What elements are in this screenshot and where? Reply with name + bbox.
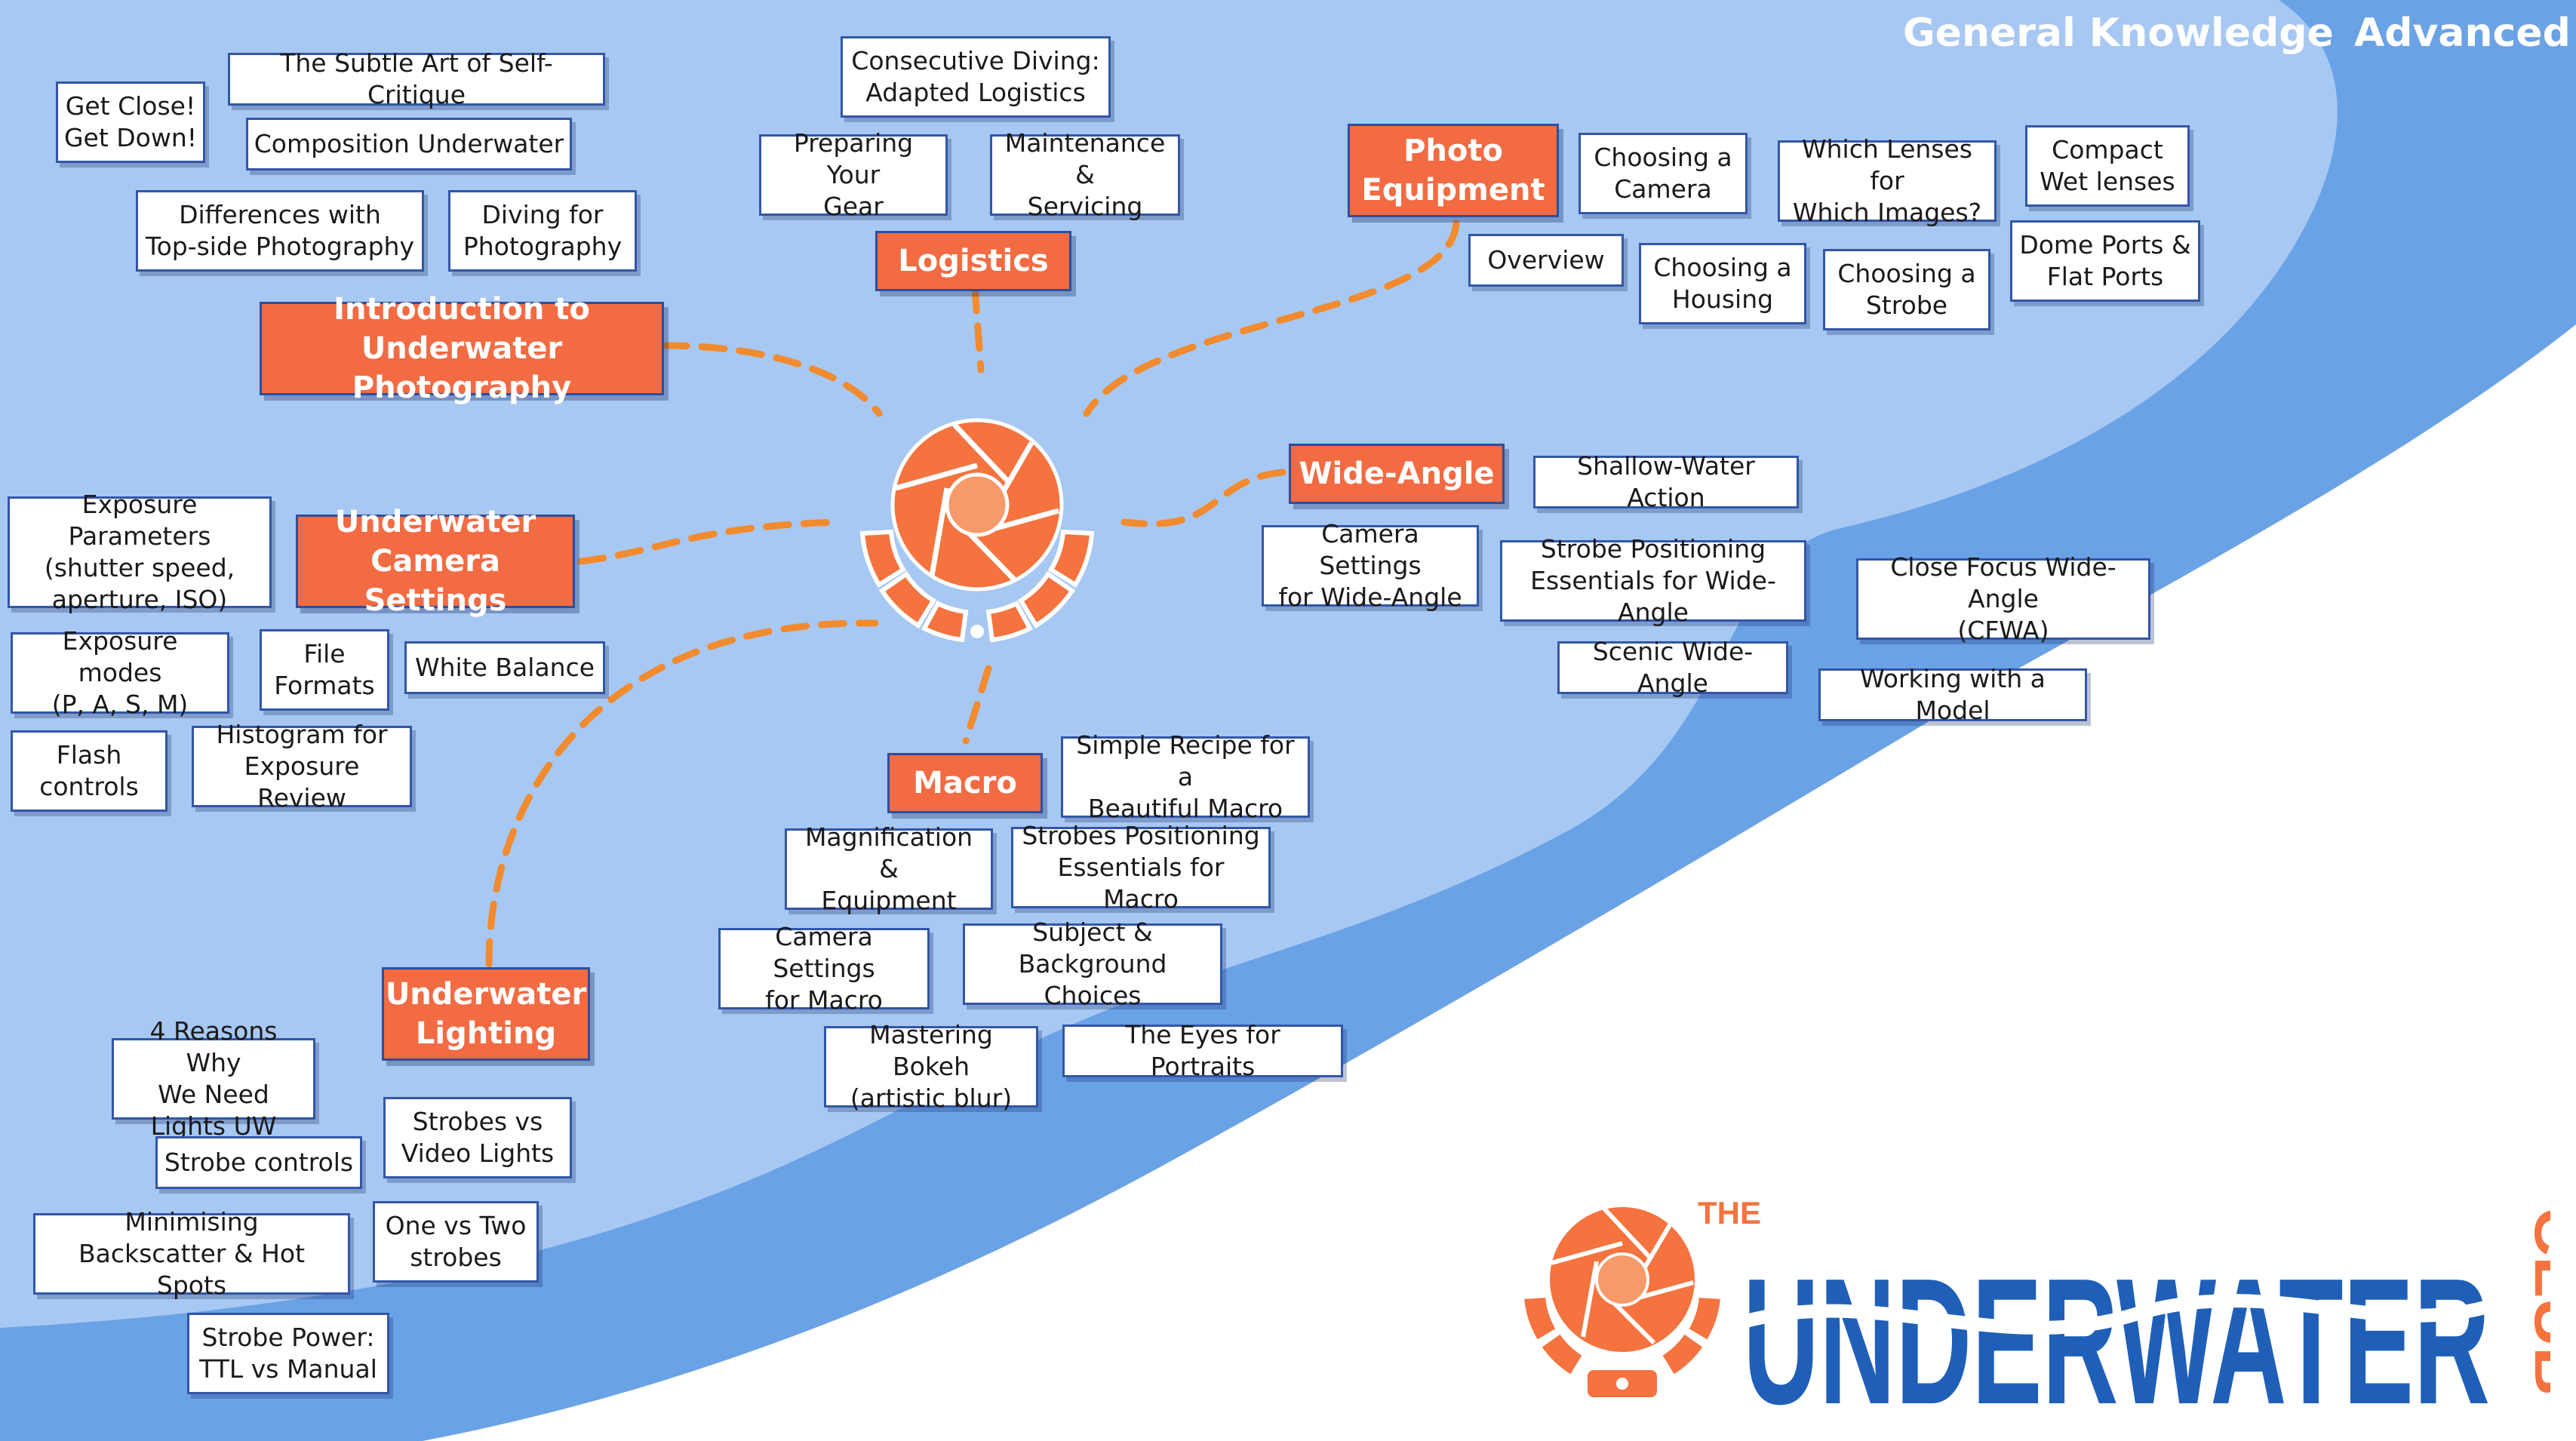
header-general-knowledge: General Knowledge (1903, 11, 2334, 56)
branch-photo-equipment[interactable]: Photo Equipment (1348, 124, 1559, 217)
topic-working-with-model[interactable]: Working with a Model (1818, 664, 2087, 725)
topic-lenses[interactable]: Which Lenses for Which Images? (1778, 134, 1997, 227)
camera-aperture-icon (859, 418, 1095, 643)
topic-histogram[interactable]: Histogram for Exposure Review (192, 720, 412, 813)
topic-wide-angle-strobe-positioning[interactable]: Strobe Positioning Essentials for Wide-A… (1500, 534, 1806, 627)
topic-preparing-gear[interactable]: Preparing Your Gear (759, 128, 948, 221)
topic-strobe-power[interactable]: Strobe Power: TTL vs Manual (187, 1313, 389, 1394)
topic-exposure-modes[interactable]: Exposure modes (P, A, S, M) (11, 626, 229, 719)
topic-shallow-water-action[interactable]: Shallow-Water Action (1533, 451, 1799, 512)
topic-choosing-housing[interactable]: Choosing a Housing (1639, 243, 1806, 324)
topic-wide-angle-camera-settings[interactable]: Camera Settings for Wide-Angle (1262, 519, 1479, 612)
branch-logistics[interactable]: Logistics (875, 231, 1071, 291)
topic-choosing-camera[interactable]: Choosing a Camera (1578, 133, 1748, 214)
brand-name: UNDERWATER (1743, 1242, 2490, 1418)
topic-diving-for-photography[interactable]: Diving for Photography (448, 190, 637, 272)
topic-strobe-controls[interactable]: Strobe controls (155, 1136, 362, 1189)
topic-exposure-parameters[interactable]: Exposure Parameters (shutter speed, aper… (8, 490, 272, 614)
branch-wide-angle[interactable]: Wide-Angle (1289, 444, 1505, 504)
topic-backscatter[interactable]: Minimising Backscatter & Hot Spots (33, 1207, 350, 1300)
topic-file-formats[interactable]: File Formats (260, 629, 389, 711)
topic-subject-background[interactable]: Subject & Background Choices (963, 917, 1222, 1010)
brand-club: CLUB (2522, 1207, 2550, 1396)
branch-camera-settings[interactable]: Underwater Camera Settings (296, 505, 575, 618)
topic-self-critique[interactable]: The Subtle Art of Self-Critique (228, 48, 605, 109)
branch-macro[interactable]: Macro (887, 753, 1043, 813)
topic-macro-strobe-positioning[interactable]: Strobes Positioning Essentials for Macro (1011, 821, 1271, 914)
topic-magnification[interactable]: Magnification & Equipment (785, 822, 993, 915)
topic-composition[interactable]: Composition Underwater (246, 118, 572, 171)
topic-choosing-strobe[interactable]: Choosing a Strobe (1823, 249, 1990, 330)
topic-eyes-for-portraits[interactable]: The Eyes for Portraits (1062, 1020, 1343, 1081)
brand-the: THE (1698, 1195, 1761, 1231)
branch-lighting[interactable]: Underwater Lighting (382, 967, 590, 1061)
branch-introduction[interactable]: Introduction to Underwater Photography (260, 292, 664, 405)
header-advanced: Advanced (2354, 11, 2571, 56)
topic-dome-flat-ports[interactable]: Dome Ports & Flat Ports (2010, 220, 2200, 302)
topic-flash-controls[interactable]: Flash controls (11, 730, 168, 812)
topic-macro-camera-settings[interactable]: Camera Settings for Macro (718, 922, 930, 1015)
topic-get-close[interactable]: Get Close! Get Down! (56, 81, 205, 163)
topic-consecutive-diving[interactable]: Consecutive Diving: Adapted Logistics (841, 36, 1111, 118)
topic-maintenance[interactable]: Maintenance & Servicing (990, 128, 1180, 221)
topic-wet-lenses[interactable]: Compact Wet lenses (2025, 125, 2190, 207)
topic-one-vs-two-strobes[interactable]: One vs Two strobes (373, 1201, 539, 1283)
topic-scenic-wide-angle[interactable]: Scenic Wide-Angle (1557, 637, 1788, 698)
topic-bokeh[interactable]: Mastering Bokeh (artistic blur) (824, 1020, 1038, 1113)
topic-topside-differences[interactable]: Differences with Top-side Photography (136, 190, 424, 272)
topic-overview[interactable]: Overview (1468, 234, 1624, 287)
brand-logo: THE UNDERWATER CLUB (1520, 1195, 2550, 1418)
topic-cfwa[interactable]: Close Focus Wide-Angle (CFWA) (1856, 552, 2150, 645)
topic-strobes-vs-video[interactable]: Strobes vs Video Lights (383, 1097, 572, 1178)
topic-simple-macro-recipe[interactable]: Simple Recipe for a Beautiful Macro (1061, 730, 1310, 823)
topic-white-balance[interactable]: White Balance (404, 641, 605, 694)
topic-why-lights[interactable]: 4 Reasons Why We Need Lights UW (112, 1016, 315, 1141)
